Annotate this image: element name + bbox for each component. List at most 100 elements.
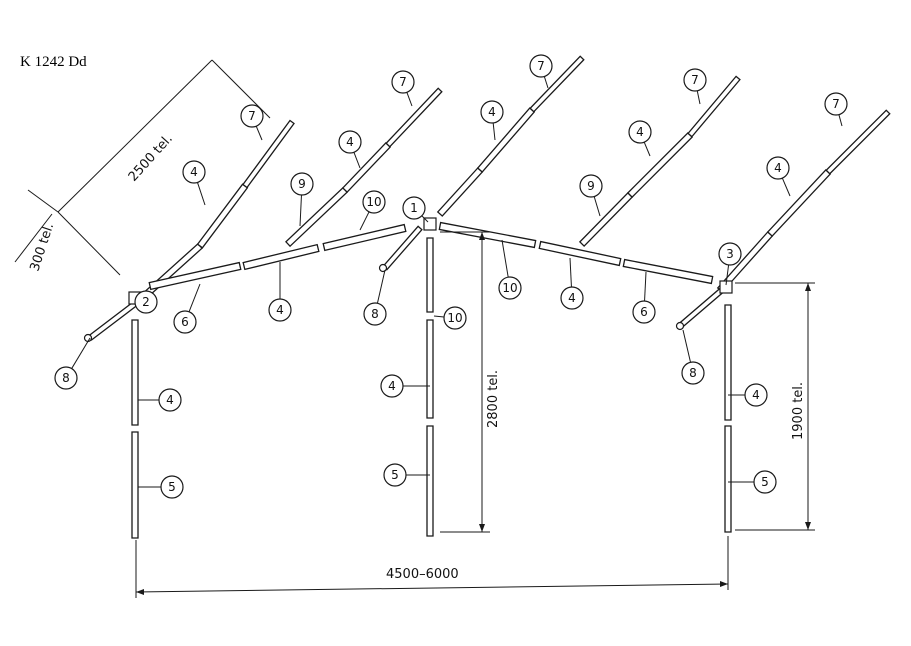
part-number-label: 8: [62, 371, 70, 385]
part-number-label: 4: [276, 303, 284, 317]
part-number-bubble: 7: [240, 104, 264, 128]
leader-line: [838, 114, 843, 127]
bubble-circle: [54, 366, 78, 390]
part-number-bubble: 6: [173, 310, 197, 334]
leader-line: [682, 329, 691, 363]
bubble-circle: [753, 470, 777, 494]
part-number-bubble: 7: [391, 70, 415, 94]
dimension-line: [14, 213, 53, 263]
frame-tube: [766, 169, 832, 237]
part-number-label: 6: [640, 305, 648, 319]
part-number-label: 10: [502, 281, 517, 295]
bubble-circle: [383, 463, 407, 487]
leader-line: [71, 337, 91, 369]
leader-line: [781, 177, 791, 197]
bubble-circle: [443, 306, 467, 330]
leader-line: [299, 194, 302, 227]
bubble-circle: [744, 383, 768, 407]
part-number-bubble: 7: [683, 68, 707, 92]
leader-line: [643, 141, 651, 157]
bubble-circle: [338, 130, 362, 154]
part-number-bubble: 4: [560, 286, 584, 310]
overhang-label: 300 tel.: [28, 221, 58, 273]
bubble-circle: [632, 300, 656, 324]
bubble-circle: [560, 286, 584, 310]
part-number-bubble: 10: [498, 276, 522, 300]
part-number-label: 2: [142, 295, 150, 309]
dimension-arrow: [136, 589, 144, 595]
leader-line: [501, 239, 509, 278]
bubble-circle: [158, 388, 182, 412]
part-number-bubble: 7: [824, 92, 848, 116]
part-number-label: 6: [181, 315, 189, 329]
bubble-circle: [173, 310, 197, 334]
part-number-label: 8: [689, 366, 697, 380]
dimension-arrow: [479, 524, 485, 532]
bubble-circle: [480, 100, 504, 124]
part-number-bubble: 10: [362, 190, 386, 214]
dimension-line: [135, 583, 729, 593]
part-number-bubble: 4: [182, 160, 206, 184]
part-number-bubble: 3: [718, 242, 742, 266]
frame-tubes: [83, 55, 891, 539]
frame-tube: [687, 75, 741, 138]
part-number-label: 7: [248, 109, 256, 123]
bubble-circle: [718, 242, 742, 266]
frame-tube: [825, 109, 891, 175]
part-number-label: 5: [761, 475, 769, 489]
part-number-label: 4: [346, 135, 354, 149]
part-number-bubble: 4: [338, 130, 362, 154]
bubble-circle: [824, 92, 848, 116]
leader-line: [197, 182, 206, 206]
frame-tube: [724, 425, 732, 533]
bubble-circle: [402, 196, 426, 220]
part-number-bubble: 1: [402, 196, 426, 220]
part-number-label: 4: [190, 165, 198, 179]
leader-line: [433, 315, 445, 318]
bubble-circle: [268, 298, 292, 322]
bubble-circle: [766, 156, 790, 180]
part-number-bubble: 9: [290, 172, 314, 196]
bubble-circle: [498, 276, 522, 300]
bubble-circle: [380, 374, 404, 398]
frame-tube: [677, 287, 725, 329]
frame-tube: [385, 87, 443, 148]
frame-tube: [578, 191, 634, 248]
part-number-label: 1: [410, 201, 418, 215]
frame-tube: [426, 425, 434, 537]
part-number-label: 10: [366, 195, 381, 209]
frame-tube: [131, 431, 139, 539]
part-number-label: 5: [391, 468, 399, 482]
part-number-bubble: 4: [744, 383, 768, 407]
part-number-label: 4: [774, 161, 782, 175]
leader-line: [543, 76, 549, 89]
frame-tube: [529, 55, 585, 113]
corner-connector: [719, 280, 733, 294]
dimension-arrow: [805, 522, 811, 530]
part-number-bubble: 8: [681, 361, 705, 385]
leader-line: [696, 90, 701, 105]
frame-tube: [436, 167, 484, 217]
dimension-arrow: [479, 232, 485, 240]
frame-tube: [285, 186, 348, 248]
frame-tube: [622, 258, 714, 285]
eave-height-label: 1900 tel.: [791, 382, 806, 440]
part-number-label: 5: [168, 480, 176, 494]
part-number-label: 7: [691, 73, 699, 87]
frame-tube: [131, 319, 139, 426]
leader-line: [492, 122, 496, 141]
bubble-circle: [134, 290, 158, 314]
part-number-bubble: 7: [529, 54, 553, 78]
part-number-label: 4: [488, 105, 496, 119]
dimension-lines: [14, 59, 815, 598]
dimension-line: [27, 189, 59, 213]
part-number-label: 10: [447, 311, 462, 325]
frame-tube: [538, 240, 622, 267]
part-number-label: 7: [399, 75, 407, 89]
part-number-bubble: 8: [54, 366, 78, 390]
frame-tube: [322, 223, 407, 252]
part-number-bubble: 5: [383, 463, 407, 487]
bubble-circle: [290, 172, 314, 196]
frame-tube: [438, 221, 537, 249]
